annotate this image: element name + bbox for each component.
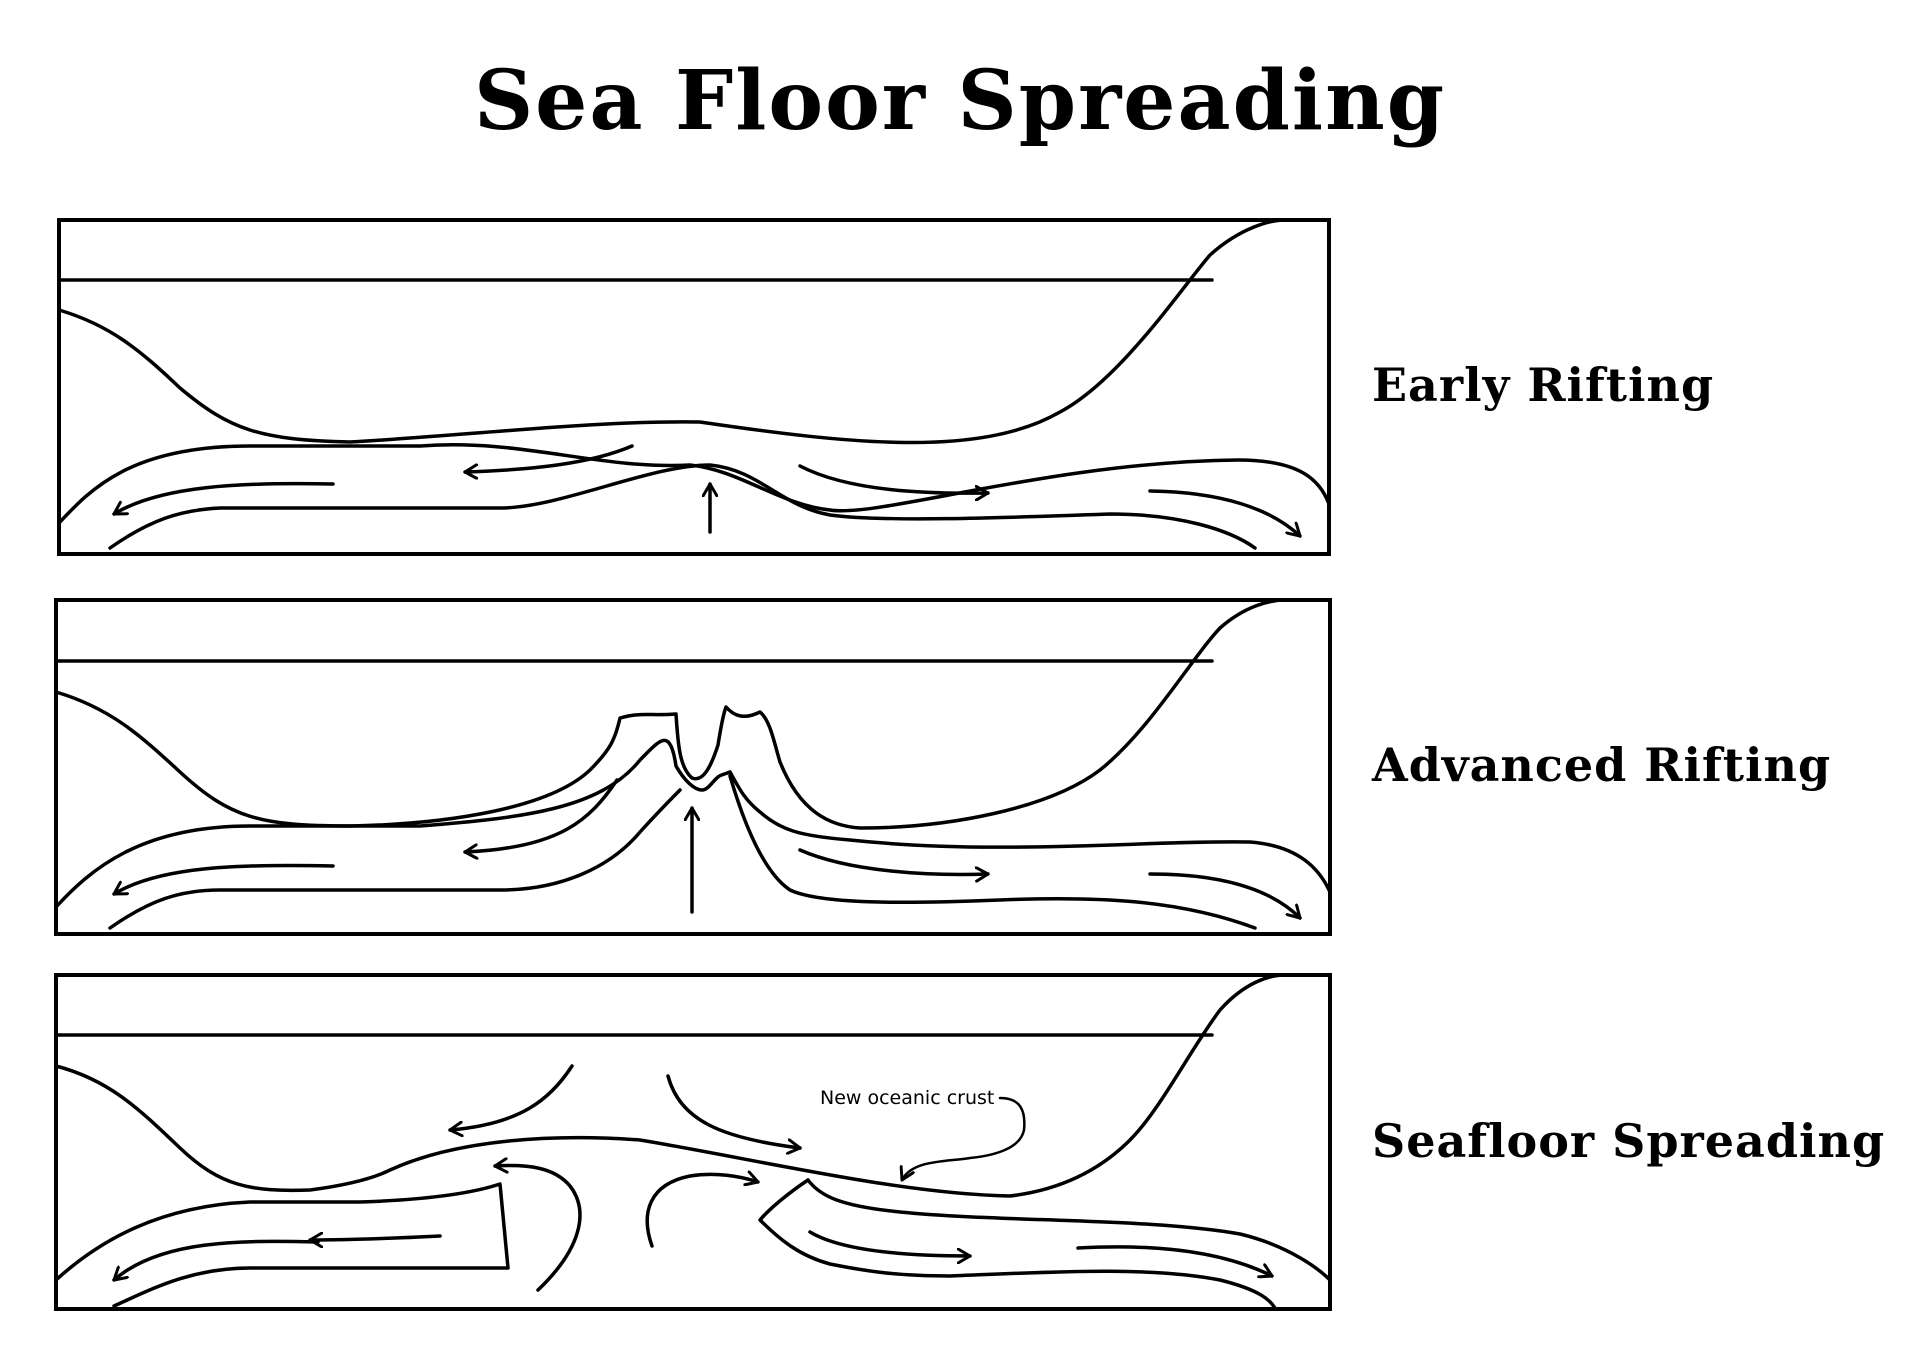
stage-label-advanced-rifting: Advanced Rifting xyxy=(1371,738,1831,792)
annotation-leader-arrow xyxy=(902,1096,1026,1180)
panel-frame xyxy=(57,218,1331,556)
curved-arrow-lower-right xyxy=(645,1174,760,1248)
stage-label-seafloor-spreading: Seafloor Spreading xyxy=(1372,1114,1885,1168)
right-plate-block-top xyxy=(806,1178,1332,1282)
flow-arrow-right-lower xyxy=(1148,489,1302,538)
flow-arrow-right-upper xyxy=(798,464,990,493)
plate-arrow-right xyxy=(808,1230,972,1256)
panel-frame xyxy=(54,973,1332,1311)
seafloor-profile xyxy=(54,598,1287,830)
lithosphere-bottom-right xyxy=(728,774,1257,930)
flow-arrow-right-lower xyxy=(1076,1245,1274,1276)
annotation-new-oceanic-crust: New oceanic crust xyxy=(820,1087,994,1109)
lithosphere-bottom xyxy=(108,463,1257,550)
stage-label-early-rifting: Early Rifting xyxy=(1372,358,1714,412)
left-plate-block xyxy=(54,1182,510,1308)
panel-seafloor-spreading: New oceanic crust xyxy=(54,973,1332,1311)
panel-advanced-rifting xyxy=(54,598,1332,936)
flow-arrow-right-lower xyxy=(1148,872,1302,920)
diagram-title: Sea Floor Spreading xyxy=(473,53,1447,149)
seafloor-profile xyxy=(54,973,1287,1198)
lithosphere-top xyxy=(54,738,1332,909)
right-plate-block-bottom xyxy=(758,1178,1277,1310)
curved-arrow-lower-left xyxy=(493,1166,582,1292)
flow-arrow-left-lower xyxy=(112,863,335,896)
flow-arrow-left-upper xyxy=(463,444,634,472)
flow-arrow-left-lower xyxy=(112,481,335,516)
panel-frame xyxy=(54,598,1332,936)
plate-arrow-left xyxy=(308,1236,442,1240)
panel-early-rifting xyxy=(57,218,1331,556)
lithosphere-bottom-left xyxy=(108,788,682,930)
lithosphere-top xyxy=(57,442,1331,525)
seafloor-profile xyxy=(57,218,1287,445)
flow-arrow-left-upper xyxy=(463,778,619,852)
curved-arrow-upper-left xyxy=(448,1064,574,1130)
flow-arrow-right-upper xyxy=(798,848,990,874)
flow-arrow-left-lower xyxy=(112,1239,320,1282)
curved-arrow-upper-right xyxy=(666,1074,802,1148)
